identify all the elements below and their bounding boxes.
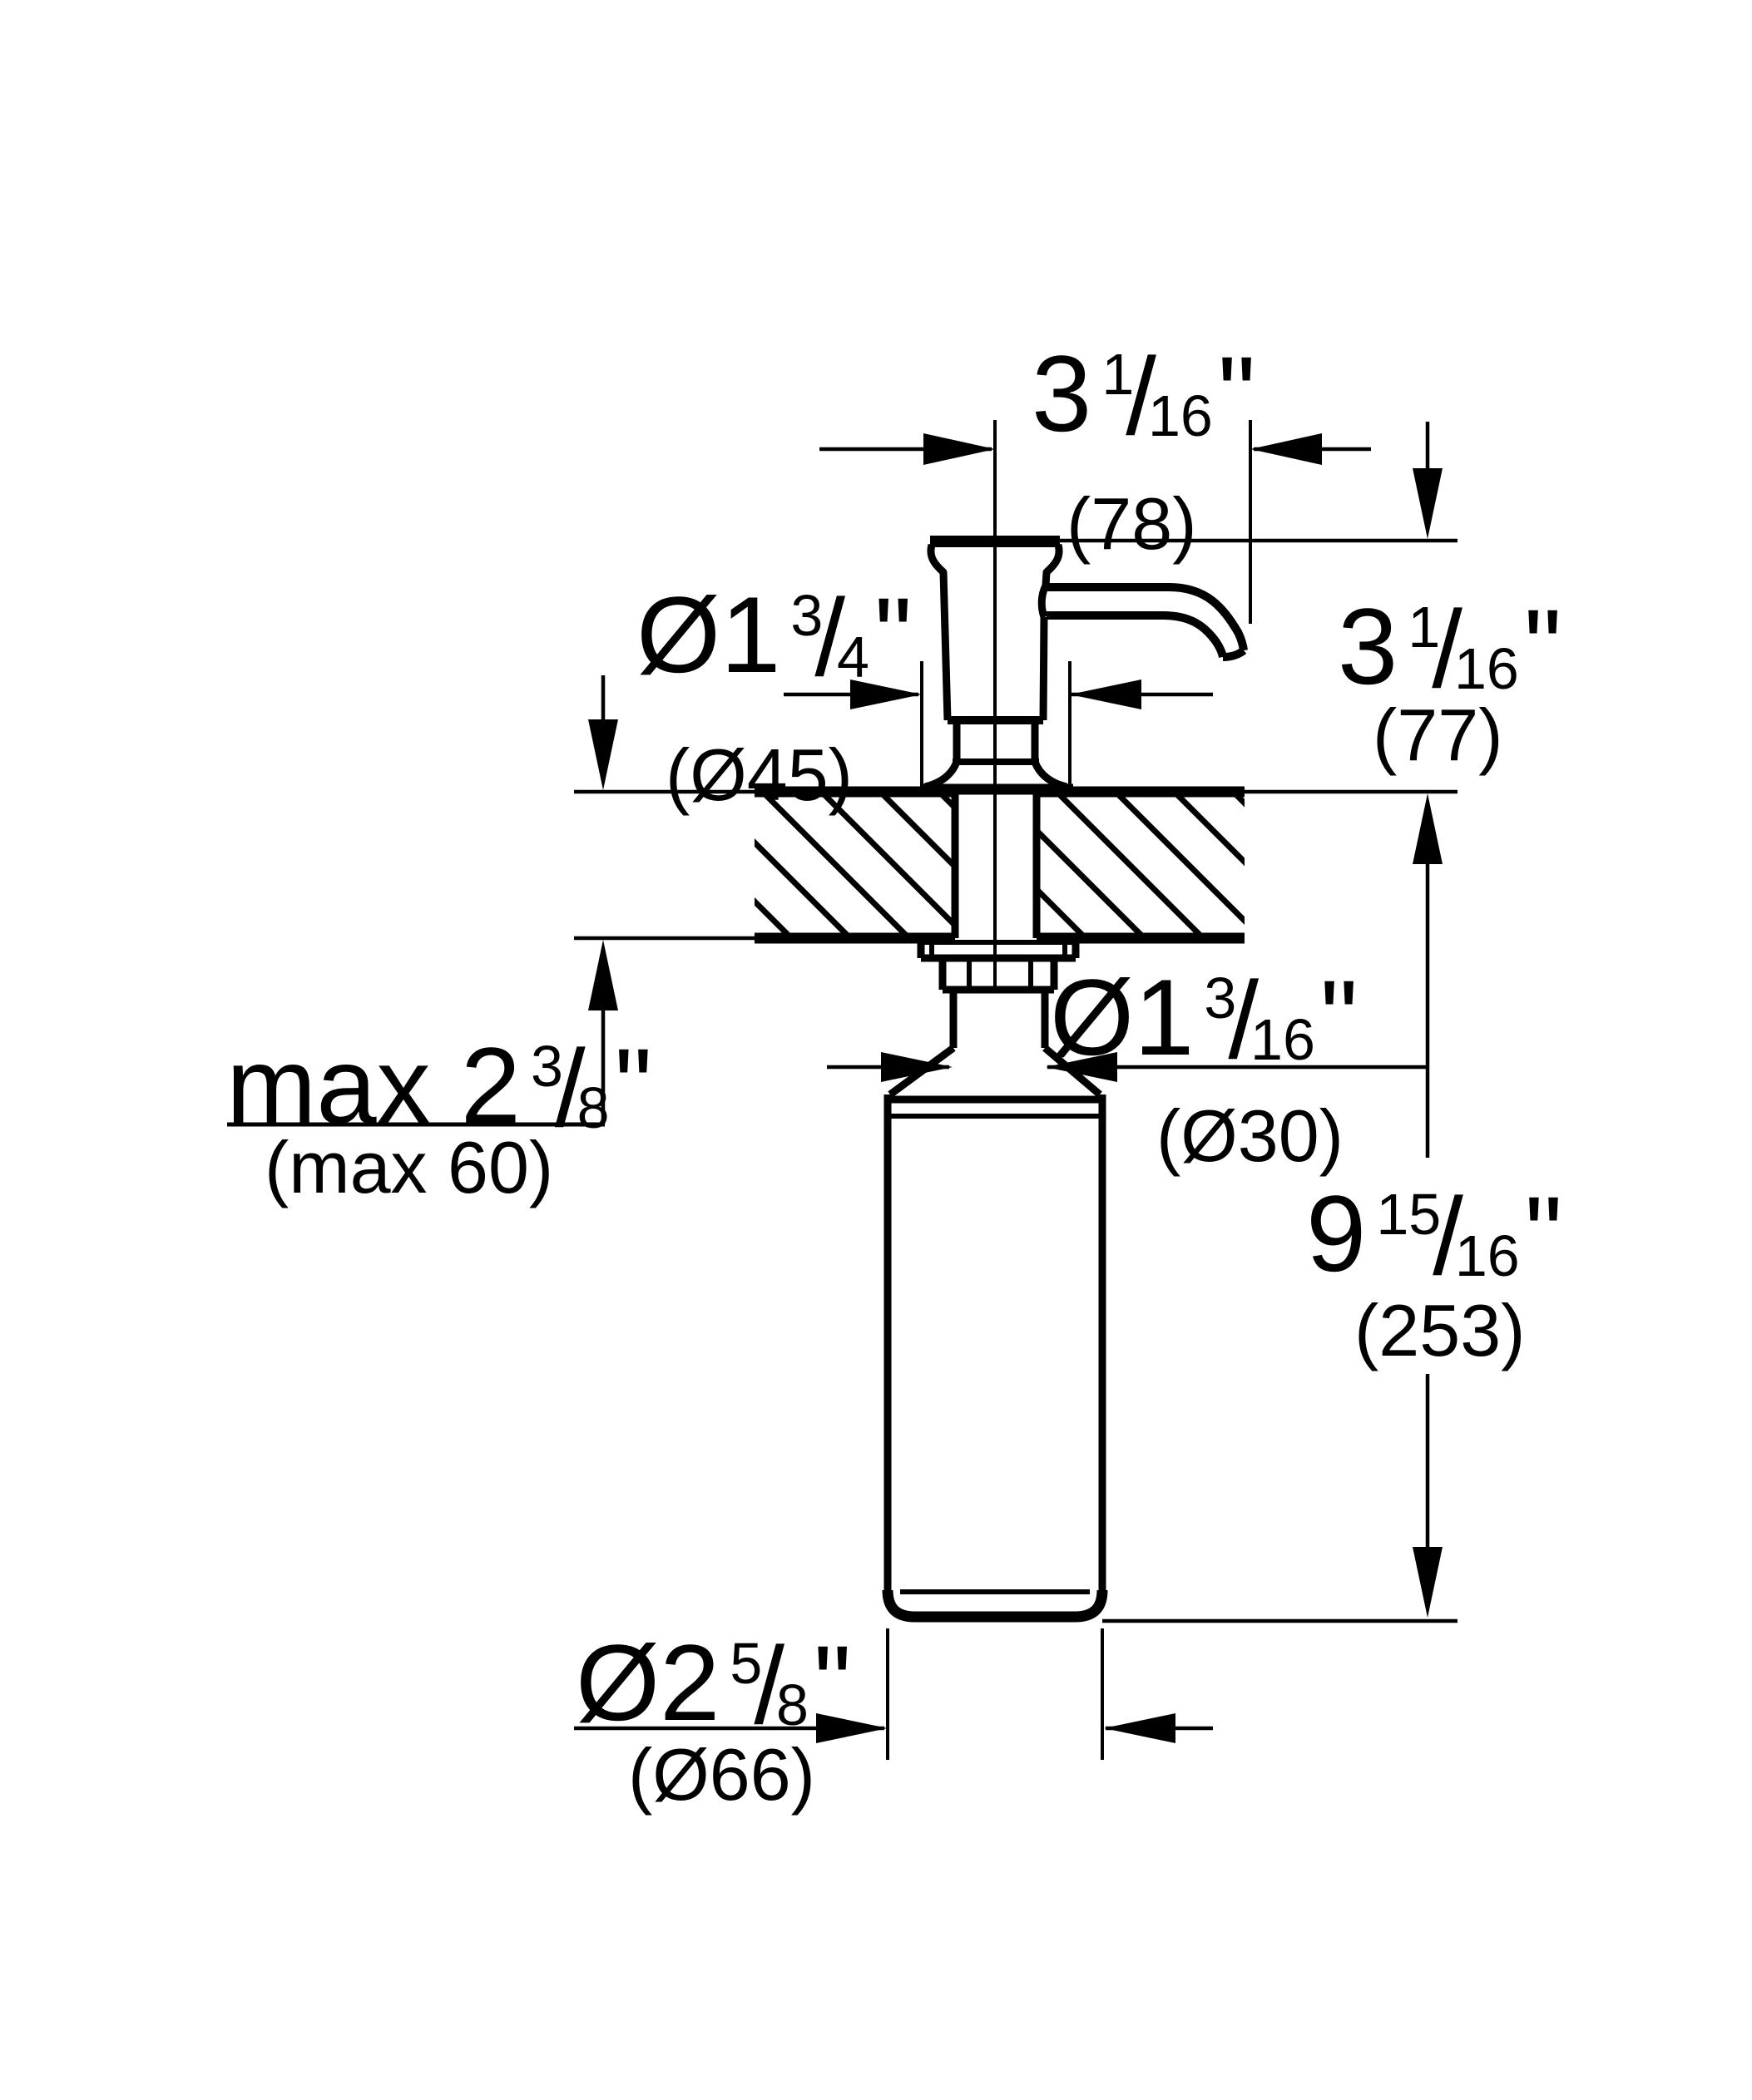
- countertop-section: [574, 786, 1458, 944]
- dim-77-down-arrow: [1413, 468, 1443, 539]
- dia-30-metric-label: (Ø30): [1156, 1094, 1344, 1177]
- countertop-hatch-right: [1037, 793, 1245, 936]
- spout-bottom-line: [1047, 611, 1227, 658]
- locknut-facets: [967, 958, 1033, 990]
- dia-45-metric-label: (Ø45): [666, 734, 853, 816]
- dim-253-down-arrow: [1413, 1547, 1443, 1618]
- bottle-outer-bottom: [882, 1589, 1108, 1623]
- washer-outline: [917, 942, 1080, 962]
- dim-45-right-arrow: [1070, 679, 1141, 709]
- dim-30-right-arrow: [1046, 1052, 1117, 1082]
- dia-66-metric-label: (Ø66): [628, 1733, 815, 1816]
- dim-78-right-arrow: [1250, 433, 1322, 465]
- dia-30-value: Ø1: [1050, 956, 1195, 1078]
- dim-66-right-arrow: [1104, 1713, 1175, 1743]
- shank-walls: [951, 792, 1041, 938]
- pump-head: [920, 536, 1073, 795]
- dim-max60-down-arrow: [588, 719, 618, 790]
- dim-253-value: 9: [1306, 1173, 1367, 1294]
- dim-78-metric-label: (78): [1067, 482, 1197, 565]
- bottle-walls: [883, 1094, 1106, 1590]
- dim-77-253-shared-up-arrow: [1413, 793, 1443, 864]
- dim-77-253-graphics: [1048, 422, 1458, 1623]
- dim-max60-up-arrow: [588, 940, 618, 1010]
- dim-78-value: 3: [1032, 333, 1092, 454]
- pump-collar: [953, 720, 1039, 762]
- pump-left-wall: [927, 543, 952, 721]
- dim-45-extension-lines: [920, 661, 1071, 788]
- bottle-neck: [949, 990, 1049, 1048]
- dim-30-left-arrow: [881, 1052, 953, 1082]
- spout: [1046, 583, 1248, 661]
- dim-78-graphics: [819, 420, 1371, 624]
- dim-66-left-arrow: [816, 1713, 888, 1743]
- spout-top-line: [1046, 583, 1248, 651]
- dim-45-graphics: [784, 661, 1213, 788]
- spout-tip-face: [1222, 647, 1247, 661]
- bottle: [882, 990, 1108, 1623]
- dim-77-value: 3: [1338, 586, 1398, 707]
- dia-45-value: Ø1: [636, 574, 781, 695]
- dim-max60-metric-label: (max 60): [265, 1126, 554, 1208]
- dim-max60-graphics: [227, 675, 618, 1127]
- dim-45-left-arrow: [850, 679, 922, 709]
- dim-77-metric-label: (77): [1373, 694, 1503, 776]
- dia-66-value: Ø2: [576, 1622, 720, 1743]
- dim-66-extension-lines: [886, 1628, 1104, 1760]
- pump-right-wall: [1039, 543, 1063, 721]
- dim-66-graphics: [574, 1628, 1213, 1760]
- spout-root-arc: [1037, 583, 1050, 619]
- locknut-outline: [938, 958, 1058, 994]
- dim-253-metric-label: (253): [1354, 1289, 1526, 1371]
- dim-78-left-arrow: [923, 433, 995, 465]
- countertop-hatch-left: [755, 793, 955, 936]
- dim-30-graphics: [827, 1052, 1429, 1082]
- mounting-hardware: [917, 792, 1080, 994]
- dim-max60-value: max 2: [226, 1025, 522, 1146]
